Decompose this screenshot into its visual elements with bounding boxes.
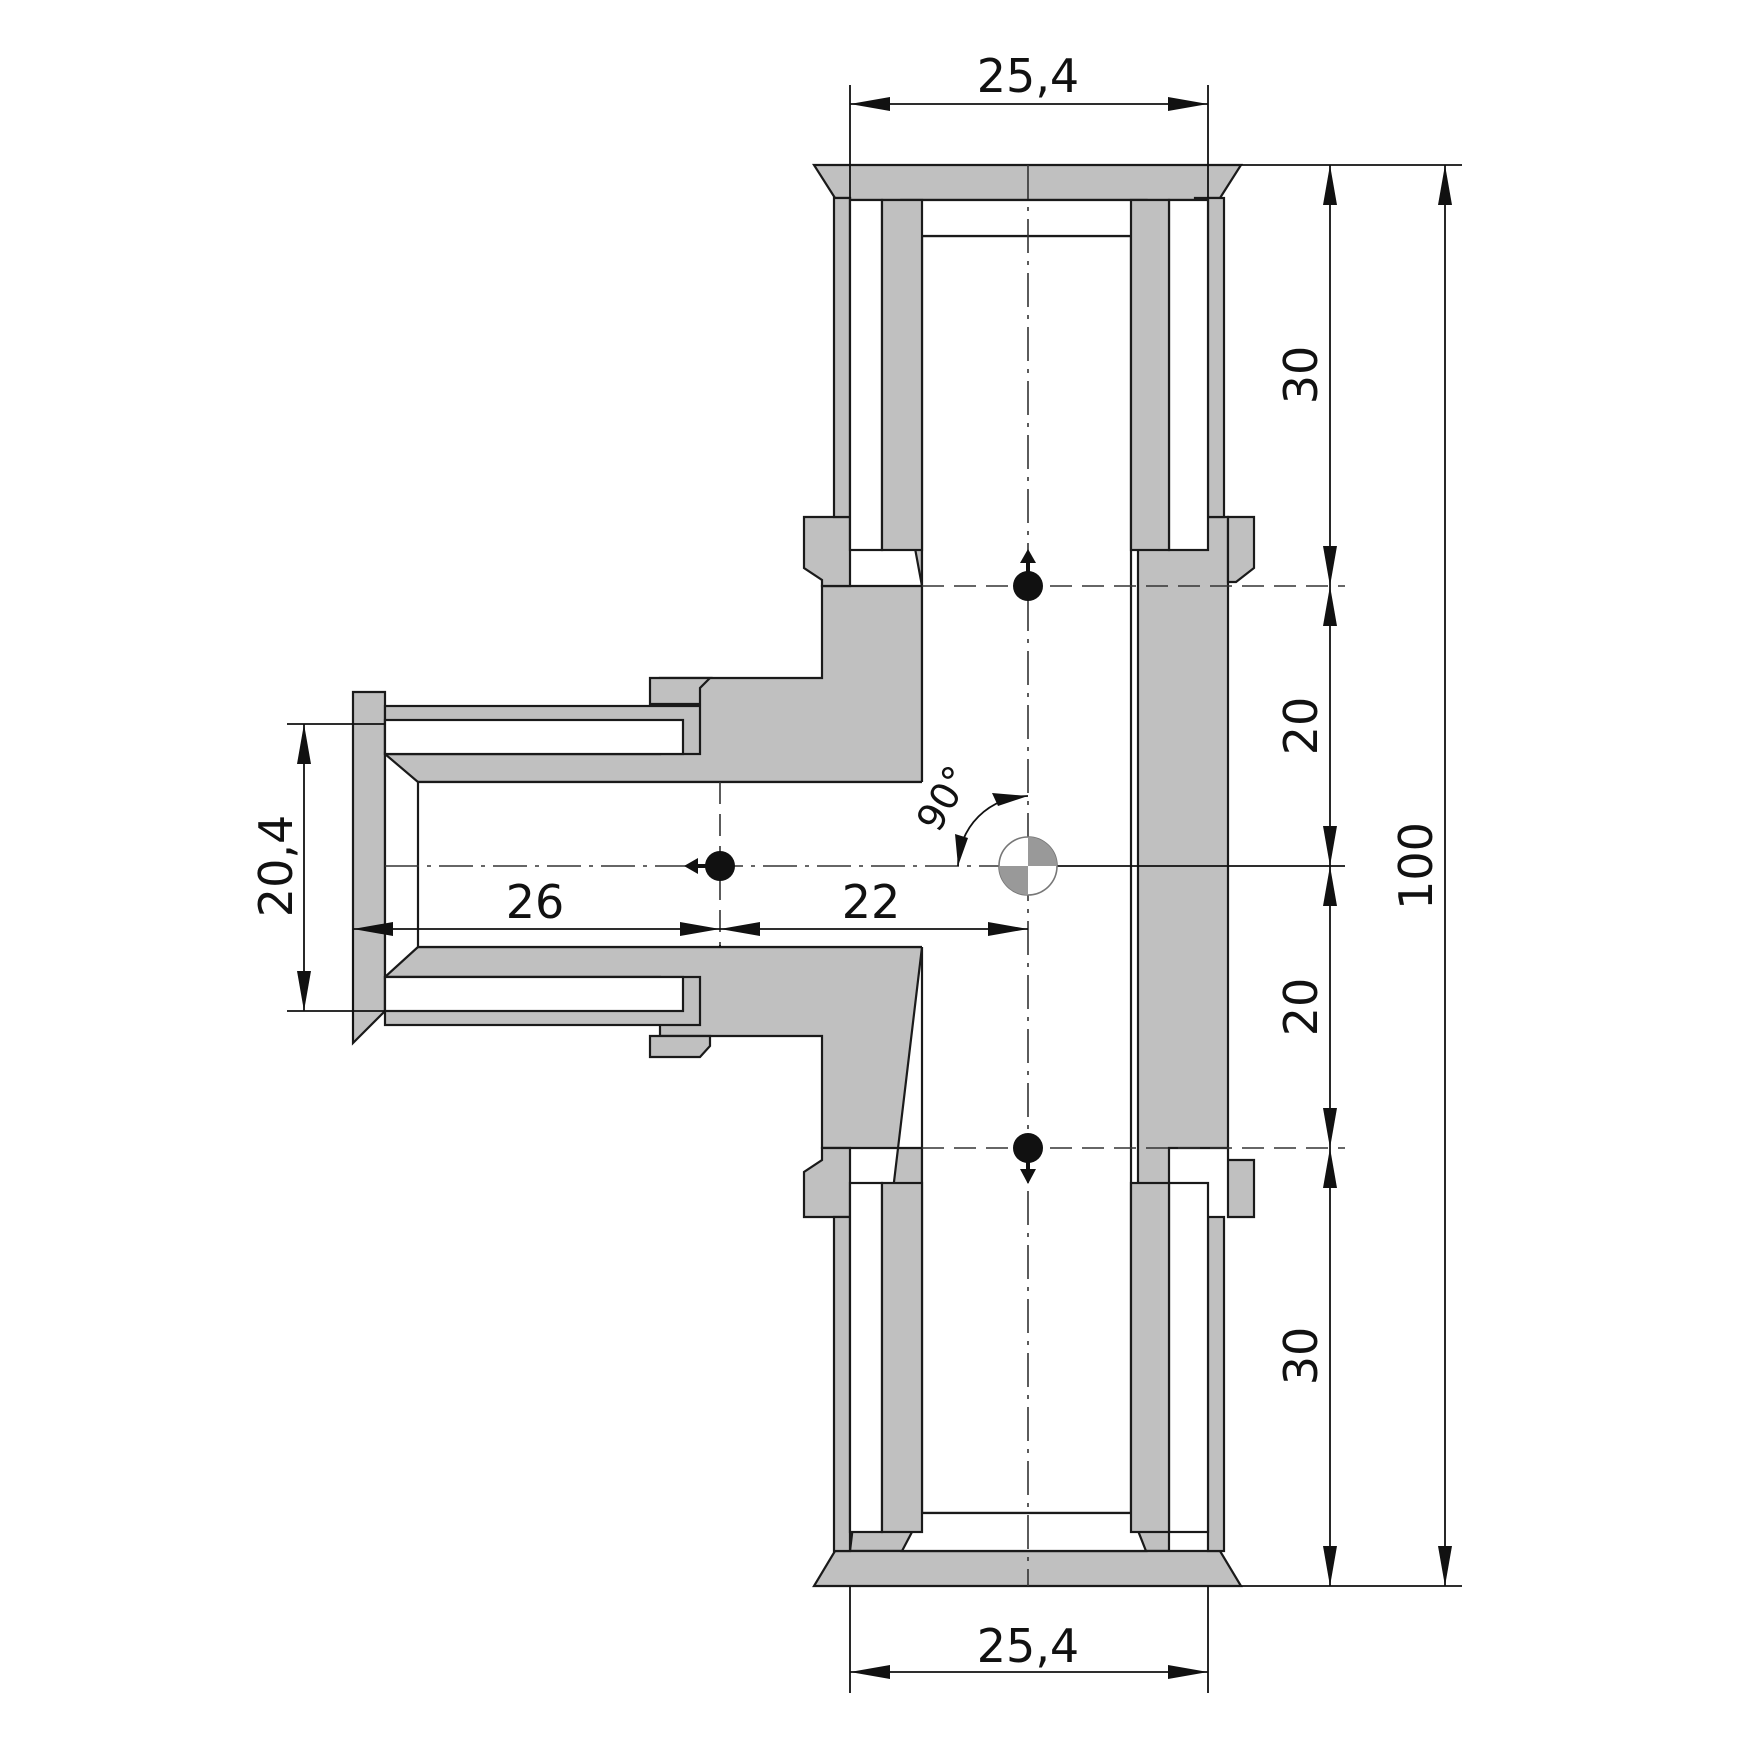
top-sleeve-left-wall (880, 198, 924, 552)
top-socket (811, 163, 1244, 552)
top-width-label: 25,4 (977, 49, 1079, 103)
top-sleeve-right-inner (1167, 198, 1210, 552)
bottom-bore-chamfer (900, 1511, 1148, 1553)
center-marker-quadrant-1 (1028, 837, 1057, 866)
markers (684, 549, 1058, 1184)
bottom-sleeve-right-inner (1167, 1181, 1210, 1534)
overall-length-label: 100 (1389, 822, 1443, 910)
branch-diameter-label: 20,4 (249, 815, 303, 917)
branch-bore (418, 782, 925, 947)
branch-upper-shoulder (648, 676, 713, 706)
bottom-sleeve-left-inner (848, 1181, 884, 1534)
dimension-lines (287, 85, 1462, 1693)
bottom-sleeve-right (1206, 1215, 1226, 1553)
lower-flow-marker (1013, 1133, 1043, 1184)
branch-flow-marker (684, 851, 735, 881)
main-lower-left-shoulder (802, 1146, 852, 1219)
main-upper-right-shoulder (1226, 515, 1256, 584)
branch-sleeve-top-inner (383, 718, 685, 756)
upper-center-offset-label: 20 (1274, 697, 1328, 756)
lower-center-offset-label: 20 (1274, 978, 1328, 1037)
bottom-socket (812, 1181, 1243, 1588)
dimension-labels: 25,4 25,4 30 20 20 30 100 20,4 26 22 90° (249, 49, 1443, 1673)
branch-sleeve-flange (351, 690, 387, 1046)
bottom-sleeve-left-wall (880, 1181, 924, 1534)
top-sleeve-right-wall (1129, 198, 1171, 552)
branch-socket (351, 690, 702, 1046)
branch-sleeve-bottom-inner (383, 975, 685, 1013)
main-upper-left-shoulder (802, 515, 852, 588)
branch-socket-length-label: 26 (506, 875, 565, 929)
center-marker-quadrant-2 (999, 866, 1028, 895)
branch-to-center-label: 22 (842, 875, 901, 929)
top-sleeve-right (1206, 196, 1226, 519)
bottom-sleeve-right-wall (1129, 1181, 1171, 1534)
main-lower-right-shoulder (1226, 1148, 1256, 1219)
top-sleeve-left-inner (848, 198, 884, 552)
upper-flow-marker (1013, 549, 1043, 601)
top-bore-chamfer (900, 198, 1148, 238)
bottom-sleeve-left (832, 1215, 852, 1553)
branch-lower-shoulder (648, 1034, 712, 1059)
top-sleeve-left (832, 196, 852, 519)
bottom-width-label: 25,4 (977, 1619, 1079, 1673)
bottom-socket-length-label: 30 (1274, 1327, 1328, 1386)
top-socket-length-label: 30 (1274, 346, 1328, 405)
